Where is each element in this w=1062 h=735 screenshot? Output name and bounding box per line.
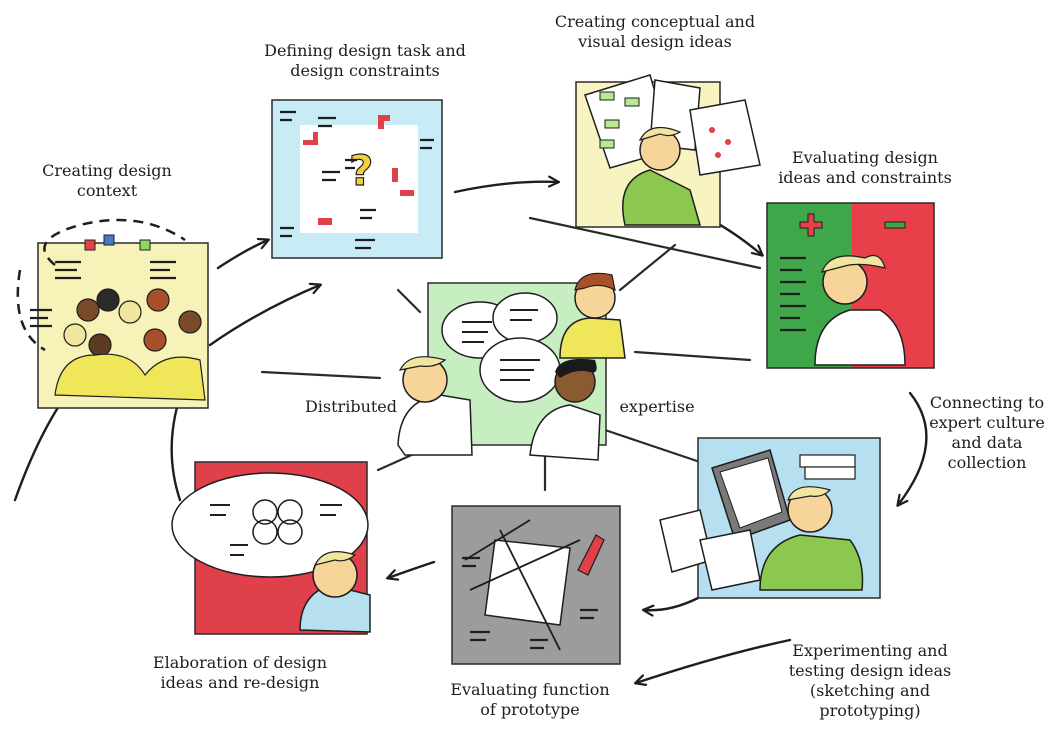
- label-creating-conceptual-ideas: Creating conceptual and visual design id…: [525, 12, 785, 52]
- label-line: expert culture: [929, 413, 1045, 432]
- label-line: collection: [947, 453, 1027, 472]
- label-line: Evaluating function: [450, 680, 610, 699]
- label-line: ideas and constraints: [778, 168, 952, 187]
- label-line: visual design ideas: [578, 32, 732, 51]
- center-panel: [397, 272, 626, 461]
- label-line: Evaluating design: [792, 148, 938, 167]
- label-line: context: [76, 181, 138, 200]
- label-defining-design-task: Defining design task and design constrai…: [240, 41, 490, 81]
- label-line: of prototype: [480, 700, 580, 719]
- label-line: Experimenting and: [792, 641, 948, 660]
- label-distributed: Distributed: [304, 397, 398, 416]
- label-expertise: expertise: [619, 397, 695, 416]
- label-line: Creating design: [42, 161, 172, 180]
- label-line: Defining design task and: [264, 41, 466, 60]
- prototype-panel: [451, 505, 621, 665]
- label-line: prototyping): [819, 701, 921, 720]
- context-panel: [16, 218, 209, 409]
- ideas-panel: [575, 74, 761, 228]
- label-connecting-expert-culture: Connecting to expert culture and data co…: [922, 393, 1052, 473]
- label-line: design constraints: [290, 61, 440, 80]
- label-line: ideas and re-design: [160, 673, 320, 692]
- label-line: (sketching and: [809, 681, 931, 700]
- cycle-arrows: [13, 182, 928, 683]
- redesign-panel: [171, 461, 371, 635]
- label-evaluating-design-ideas: Evaluating design ideas and constraints: [760, 148, 970, 188]
- spoke-lines: [260, 216, 762, 492]
- label-line: testing design ideas: [788, 661, 952, 680]
- label-elaboration-redesign: Elaboration of design ideas and re-desig…: [120, 653, 360, 693]
- label-experimenting-testing: Experimenting and testing design ideas (…: [765, 641, 975, 721]
- experiment-panel: [659, 437, 881, 599]
- label-line: Elaboration of design: [152, 653, 328, 672]
- task-panel: ?: [271, 99, 443, 259]
- label-line: and data: [951, 433, 1023, 452]
- label-evaluating-function: Evaluating function of prototype: [430, 680, 630, 720]
- svg-text:?: ?: [349, 146, 373, 195]
- label-line: Creating conceptual and: [554, 12, 756, 31]
- label-line: Connecting to: [929, 393, 1045, 412]
- evaluate-panel: [766, 202, 935, 369]
- label-creating-design-context: Creating design context: [22, 161, 192, 201]
